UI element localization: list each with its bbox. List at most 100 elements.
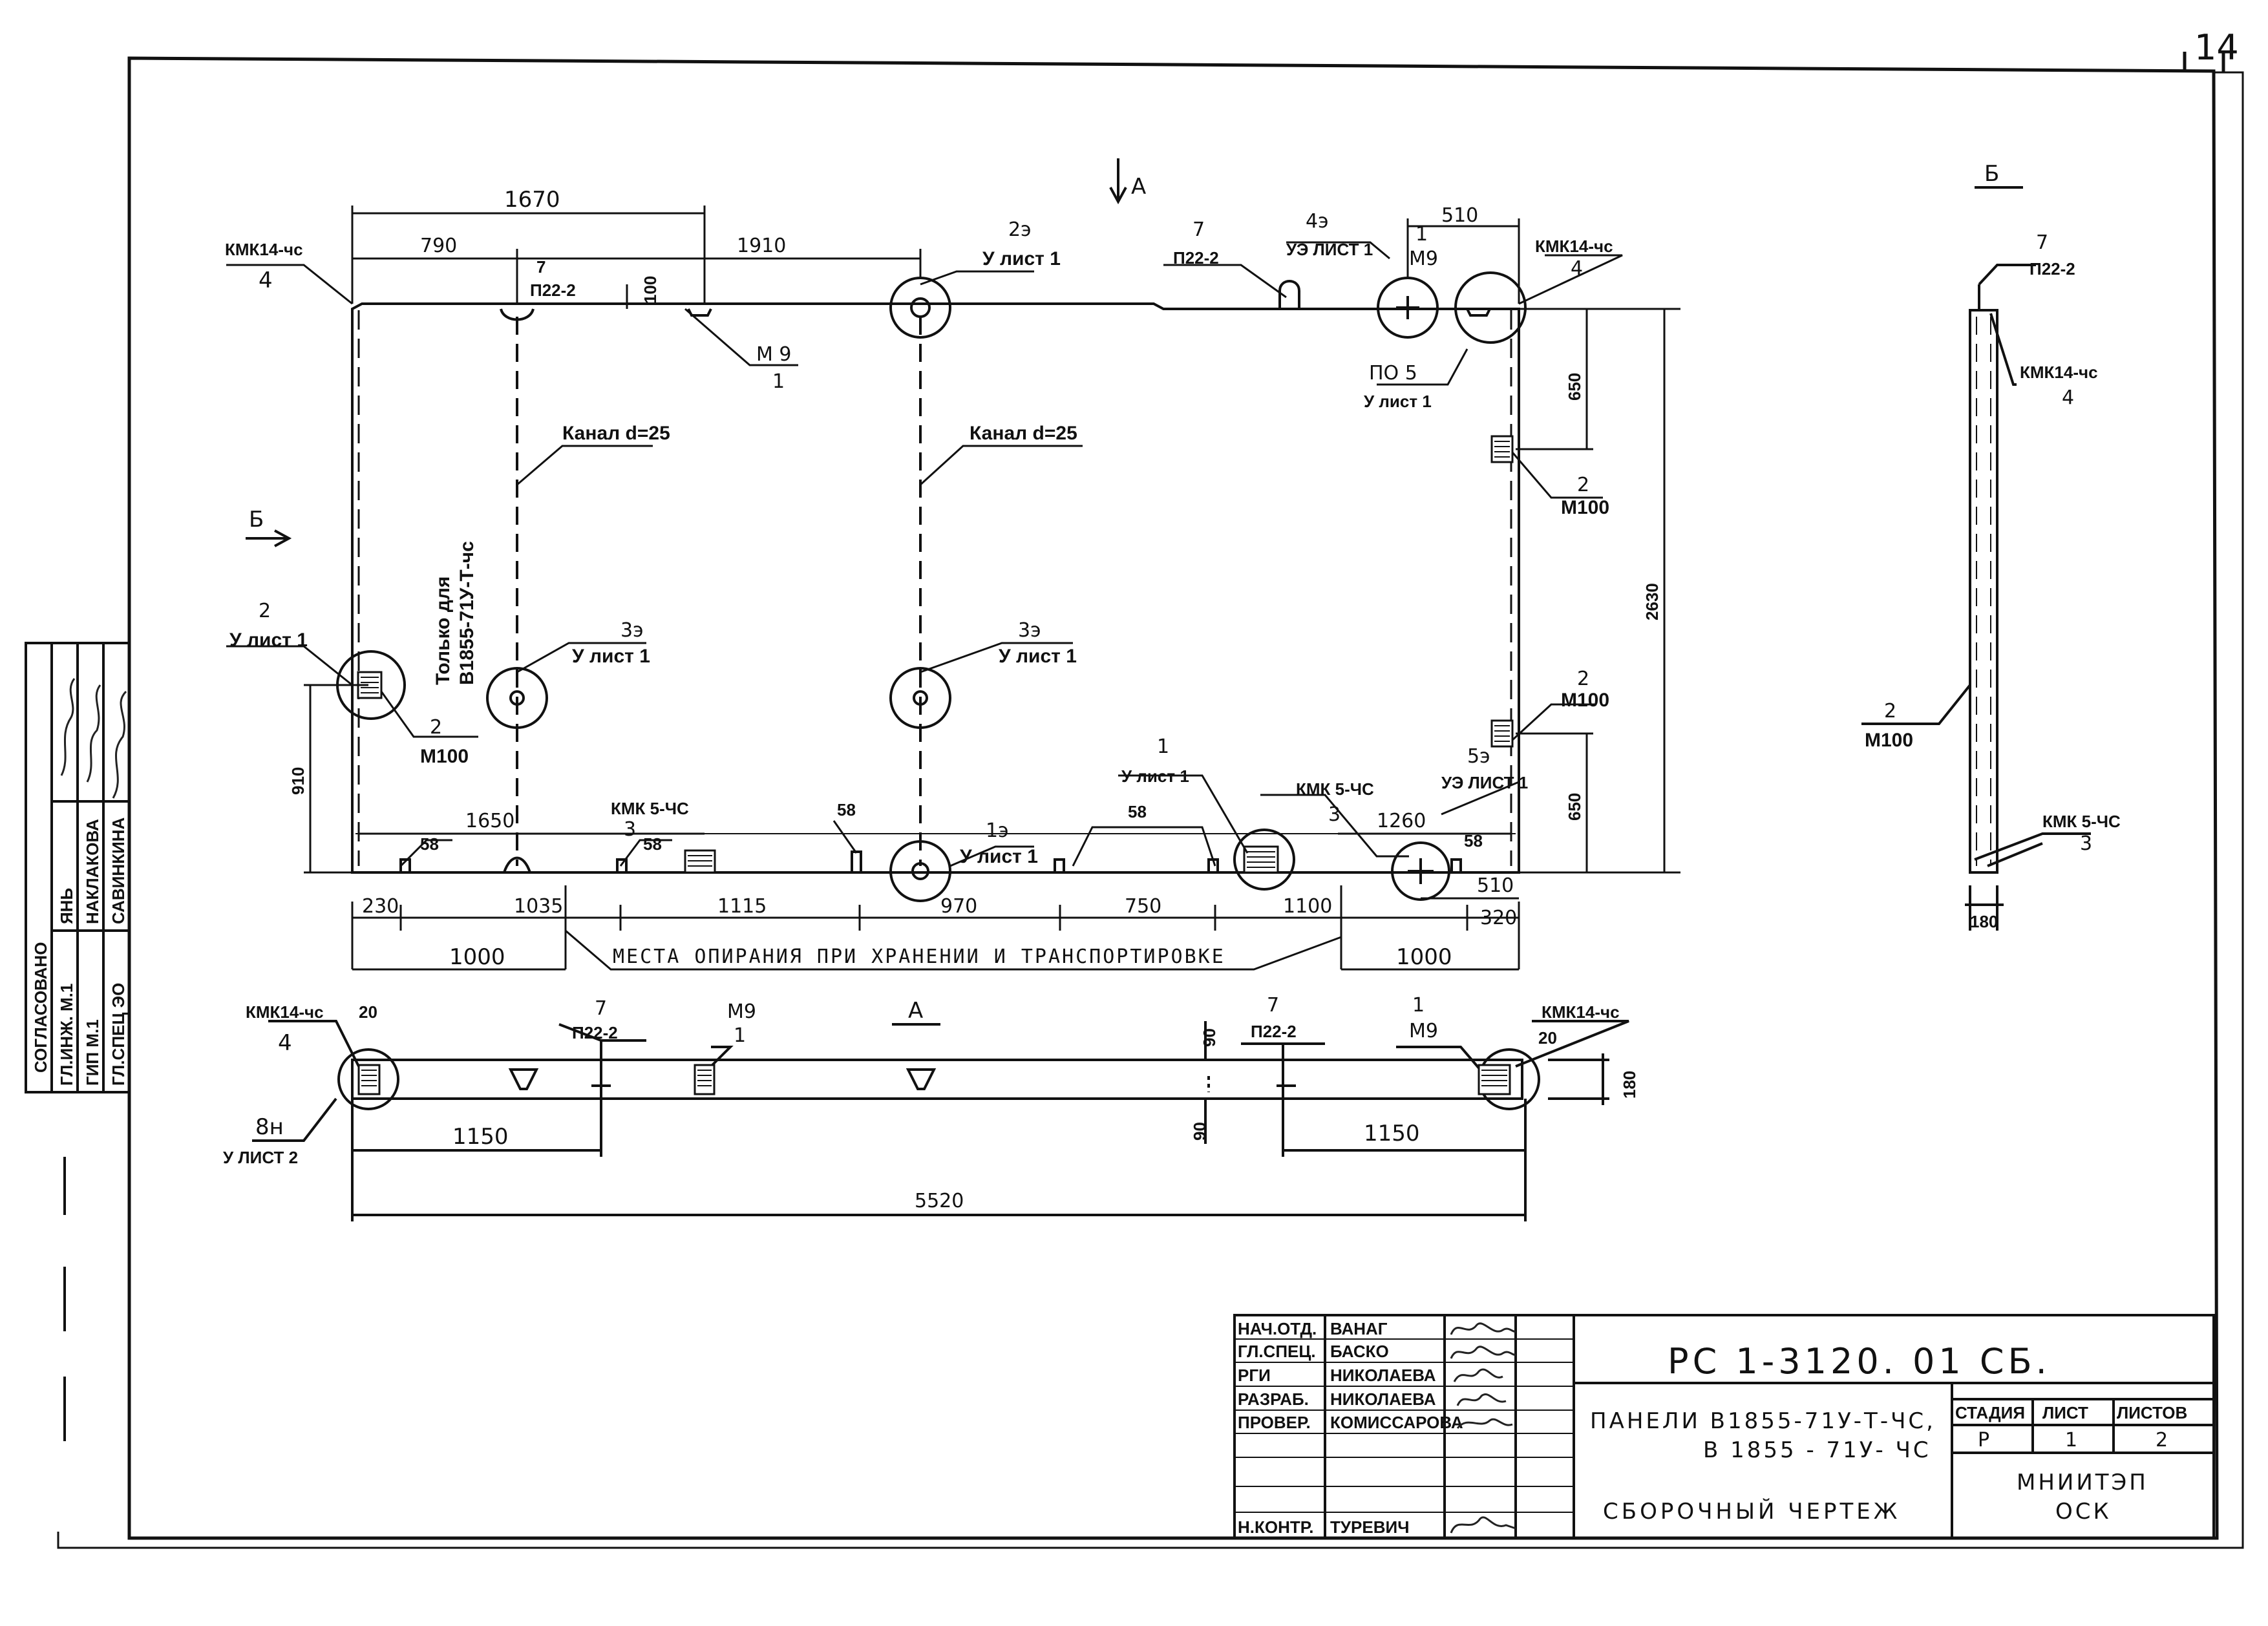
approval-name-3: САВИНКИНА [109,818,128,924]
plan-hatch-lines [361,1070,1507,1086]
doc-code: РС 1-3120. 01 СБ. [1668,1341,2051,1382]
stage-value: Р [1978,1429,1989,1452]
label-n2-right-bottom: 2 [1577,668,1589,690]
label-ulist1-e1: У лист 1 [960,846,1038,867]
signer-role-5: ПРОВЕР. [1238,1413,1311,1432]
title-block-grid [1233,1314,2215,1539]
signer-name-5: КОМИССАРОВА [1330,1413,1463,1432]
label-m100-right-top: М100 [1561,497,1609,518]
plan-label-n1-right: 1 [1412,994,1425,1017]
dim-650-bottom: 650 [1565,793,1584,821]
label-m100-left: М100 [420,746,469,767]
dim-1650: 1650 [465,810,514,832]
label-n2-m100-left: 2 [430,716,442,739]
sheet-number: 14 [2194,27,2239,68]
label-e1: 1э [986,819,1009,842]
label-n3-right: 3 [1328,803,1341,826]
plate-hatching [361,441,1510,868]
dim-1000-left: 1000 [449,944,505,970]
side-dim-180: 180 [1970,912,1998,931]
plan-label-p22-right: П22-2 [1251,1022,1297,1041]
view-b-arrow: Б [249,507,264,533]
label-po5: ПО 5 [1369,362,1417,385]
side-label-n7: 7 [2036,231,2048,254]
plan-dim-180: 180 [1620,1071,1639,1099]
label-only-for-2: В1855-71У-Т-чс [456,541,478,685]
label-kmk5-left: КМК 5-ЧС [611,799,689,818]
label-e3-right: 3э [1018,619,1041,642]
dim-1035: 1035 [514,895,563,918]
label-ulist1-top: У лист 1 [982,248,1061,269]
approval-header: СОГЛАСОВАНО [31,942,50,1073]
label-kmk5-right: КМК 5-ЧС [1296,779,1374,799]
label-channel-right: Канал d=25 [970,423,1077,444]
title-block-signatures [1450,1322,1516,1534]
sheet-value: 1 [2065,1429,2077,1452]
view-arrows [246,158,1127,547]
label-n1-top: 1 [772,370,785,393]
signer-role-2: ГЛ.СПЕЦ. [1238,1342,1316,1361]
plan-label-n1-left: 1 [734,1024,746,1047]
plan-view-text: А КМК14-чс 4 20 8н У ЛИСТ 2 7 П22-2 М9 1… [223,994,1639,1212]
dim-650-top: 650 [1565,373,1584,401]
signer-name-4: НИКОЛАЕВА [1330,1389,1436,1409]
label-kmk14-topleft: КМК14-чс [225,240,303,259]
approval-role-1: ГЛ.ИНЖ. М.1 [57,984,76,1086]
label-p22-top: П22-2 [530,280,576,300]
side-label-n2: 2 [1884,700,1896,723]
signer-role-1: НАЧ.ОТД. [1238,1319,1317,1338]
org-line-1: МНИИТЭП [2017,1470,2148,1495]
plan-label-p22-left: П22-2 [572,1023,618,1042]
label-channel-left: Канал d=25 [562,423,670,444]
label-ue-list1-bottom: УЭ ЛИСТ 1 [1441,773,1528,792]
view-a-arrow: А [1131,174,1146,200]
plan-label-h8: 8н [255,1114,284,1140]
label-n4-topright: 4 [1571,257,1583,280]
label-n2-left: 2 [259,600,271,622]
plan-dim-1150-left: 1150 [452,1124,509,1150]
side-label-p22: П22-2 [2030,259,2075,279]
signer-role-4: РАЗРАБ. [1238,1389,1309,1409]
sheets-header: ЛИСТОВ [2117,1403,2187,1422]
plan-label-n7-left: 7 [595,997,607,1020]
dim-1000-right: 1000 [1396,944,1452,970]
dimension-lines [304,206,1680,971]
dim-320: 320 [1480,907,1517,929]
plan-label-kmk14-right: КМК14-чс [1542,1002,1620,1022]
dim-510-bottom: 510 [1477,874,1514,897]
approval-role-2: ГИП М.1 [83,1019,102,1086]
embedded-parts [336,271,1527,902]
plan-dim-90-top: 90 [1200,1028,1219,1047]
sheet-frame [57,52,2244,1549]
label-n1-topright: 1 [1415,223,1428,246]
signer-name-2: БАСКО [1330,1342,1389,1361]
label-ulist1-e3-right: У лист 1 [999,646,1077,667]
dim-790: 790 [420,235,457,257]
approval-name-2: НАКЛАКОВА [83,819,102,924]
dim-970: 970 [940,895,977,918]
side-label-n4: 4 [2062,386,2074,409]
label-m9-topright: М9 [1409,248,1438,270]
approval-signatures [60,678,127,799]
dim-750: 750 [1125,895,1161,918]
label-ulist1-e3-left: У лист 1 [572,646,650,667]
label-n1-bottom: 1 [1157,735,1169,758]
label-e5: 5э [1467,745,1490,768]
plan-label-ulist2: У ЛИСТ 2 [223,1148,298,1167]
label-p22-topright: П22-2 [1173,248,1219,268]
plan-label-n7-right: 7 [1267,994,1279,1017]
approval-name-1: ЯНЬ [57,888,76,924]
plan-dim-90-bottom: 90 [1190,1122,1209,1141]
approval-role-3: ГЛ.СПЕЦ ЭО [109,983,128,1086]
plan-label-kmk14-left: КМК14-чс [246,1002,324,1022]
dim-58-d: 58 [1128,802,1147,821]
dim-1260: 1260 [1377,810,1426,832]
dim-1115: 1115 [717,895,767,918]
label-e2-top: 2э [1008,218,1032,241]
dim-1670: 1670 [504,187,560,213]
signer-role-6: Н.КОНТР. [1238,1517,1313,1537]
dim-58-c: 58 [837,800,856,819]
plan-dim-20-right: 20 [1538,1028,1557,1048]
plan-dim-1150-right: 1150 [1364,1121,1420,1146]
